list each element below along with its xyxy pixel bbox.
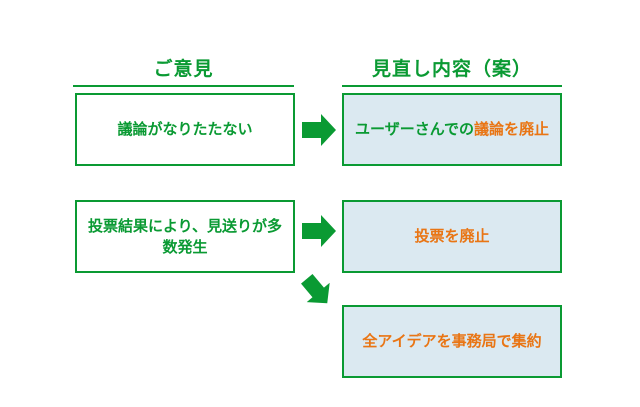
arrow-right-icon [302,114,336,146]
revision-column-title: 見直し内容（案） [371,58,532,80]
revision-box-2-text: 投票を廃止 [414,227,490,245]
opinion-box-1: 議論がなりたたない [75,93,295,166]
revision-box-1-text-green: ユーザーさんでの [355,120,474,138]
opinion-column-title: ご意見 [153,58,214,80]
arrow-down-right-icon [301,273,330,304]
opinion-box-2: 投票結果により、見送りが多数発生 [75,200,295,273]
opinion-box-1-text: 議論がなりたたない [117,120,253,138]
revision-box-1-text: ユーザーさんでの議論を廃止 [355,119,549,140]
revision-box-3: 全アイデアを事務局で集約 [342,305,562,378]
revision-box-1-text-orange: 議論を廃止 [473,120,549,138]
arrow-right-icon [302,215,336,247]
revision-column-header: 見直し内容（案） [342,56,562,87]
opinion-column-header: ご意見 [73,56,294,87]
revision-box-2: 投票を廃止 [342,200,562,273]
revision-box-1: ユーザーさんでの議論を廃止 [342,93,562,166]
opinion-box-2-text: 投票結果により、見送りが多数発生 [87,216,283,256]
revision-box-3-text: 全アイデアを事務局で集約 [362,332,542,350]
